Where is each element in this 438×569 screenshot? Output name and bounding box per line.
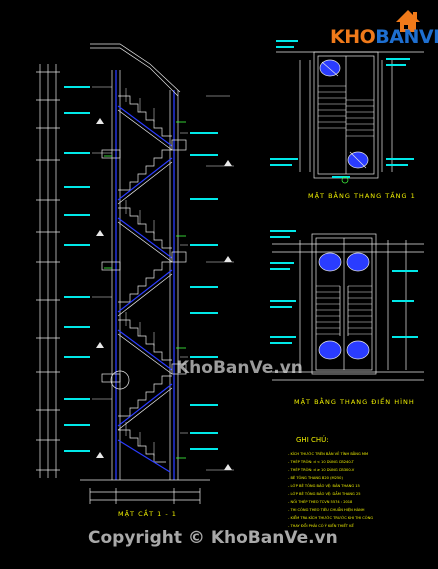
logo-part-2: BANVE (375, 26, 438, 48)
note-line: - KIỂM TRA KÍCH THƯỚC TRƯỚC KHI THI CÔNG (288, 516, 374, 520)
plan-typical-title: MẶT BẰNG THANG ĐIỂN HÌNH (294, 398, 415, 406)
plan-typical-floor (270, 230, 424, 381)
note-line: - THAY ĐỔI PHẢI CÓ Ý KIẾN THIẾT KẾ (288, 524, 354, 528)
stair-section-drawing (36, 43, 234, 504)
watermark-middle: KhoBanVe.vn (176, 358, 303, 378)
logo-house-icon (396, 10, 420, 32)
note-line: - THI CÔNG THEO TIÊU CHUẨN HIỆN HÀNH (288, 508, 365, 512)
note-line: - NỐI THÉP THEO TCVN 5574 : 2018 (288, 500, 353, 504)
plan-ground-floor (270, 40, 424, 184)
note-line: - KÍCH THƯỚC TRÊN BẢN VẼ TÍNH BẰNG MM (288, 452, 369, 456)
logo-part-1: KHO (330, 26, 376, 48)
plan-ground-title: MẶT BẰNG THANG TẦNG 1 (308, 192, 416, 200)
notes-heading: GHI CHÚ: (296, 436, 329, 444)
section-title: MẶT CẮT 1 - 1 (118, 510, 177, 518)
brand-logo: KHOBANVE (330, 26, 438, 48)
note-line: - LỚP BÊ TÔNG BẢO VỆ: DẦM THANG 25 (288, 492, 361, 496)
note-line: - BÊ TÔNG THANG B20 (M250) (288, 476, 343, 480)
copyright-watermark: Copyright © KhoBanVe.vn (88, 528, 338, 548)
note-line: - THÉP TRÒN: d ≥ 10 DÙNG CB300-V (288, 468, 355, 472)
note-line: - THÉP TRÒN: d < 10 DÙNG CB240-T (288, 460, 354, 464)
note-line: - LỚP BÊ TÔNG BẢO VỆ: BẢN THANG 15 (288, 484, 360, 488)
